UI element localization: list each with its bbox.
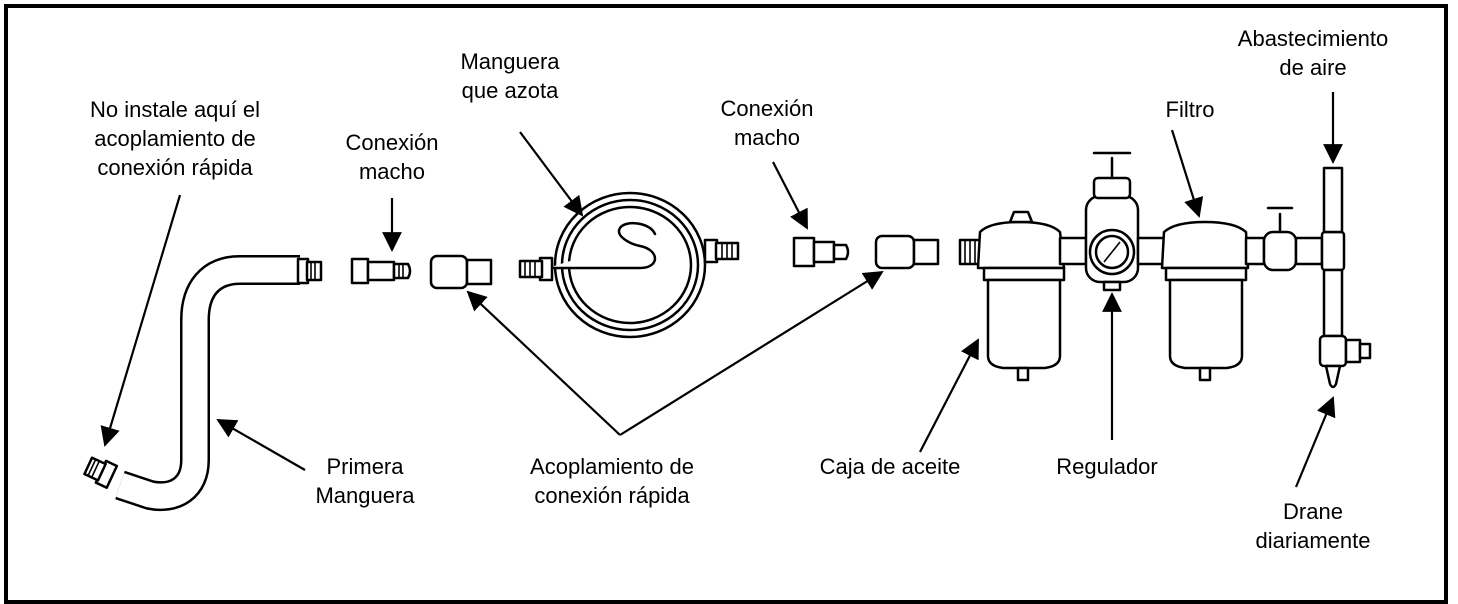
label-male-connector-1: Conexión macho [345,130,439,184]
diagram-canvas: No instale aquí el acoplamiento de conex… [4,4,1448,604]
label-air-supply: Abastecimiento de aire [1237,26,1389,80]
first-hose [83,255,323,512]
label-oil-box: Caja de aceite [819,454,961,479]
label-drain-daily: Drane diariamente [1255,499,1371,553]
quick-coupler-1 [429,254,493,290]
label-filter: Filtro [1165,97,1215,122]
filter [1160,206,1324,382]
whip-hose [518,191,740,339]
label-male-connector-2: Conexión macho [720,96,814,150]
regulator [1058,151,1166,292]
air-supply-pipe [1318,166,1372,389]
label-do-not-install: No instale aquí el acoplamiento de conex… [90,97,260,180]
label-quick-coupling: Acoplamiento de conexión rápida [530,454,694,508]
diagram-drawing [83,92,1372,512]
label-first-hose: Primera Manguera [315,454,415,508]
male-connector-1 [350,257,412,285]
oil-box [958,210,1066,382]
male-connector-2 [792,236,850,268]
leader-arrows [100,92,1343,488]
label-regulator: Regulador [1056,454,1158,479]
label-whip-hose: Manguera que azota [460,49,560,103]
quick-coupler-2 [874,234,940,270]
